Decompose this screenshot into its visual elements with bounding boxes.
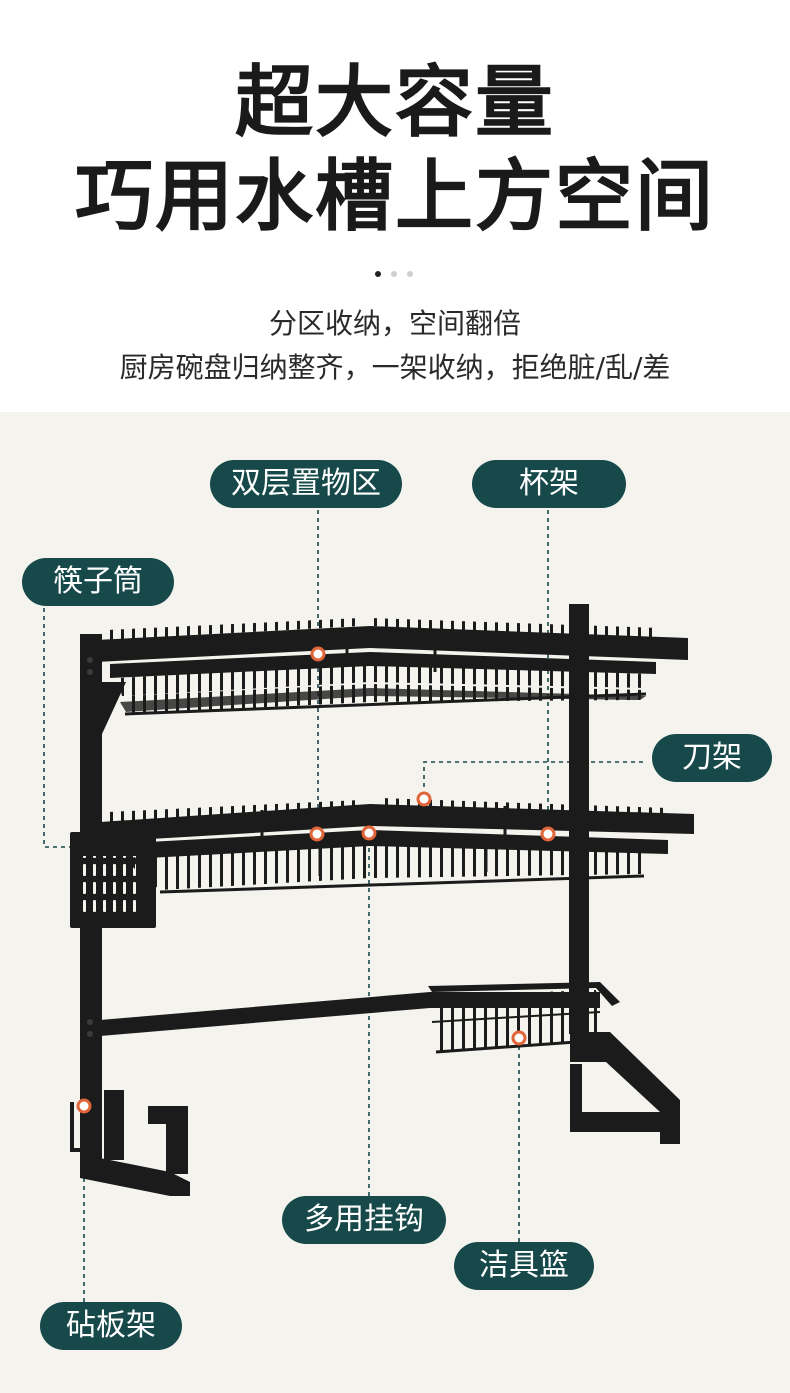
marker-lower-layer bbox=[309, 826, 325, 842]
dot bbox=[391, 271, 397, 277]
label-cutting-board-rack: 砧板架 bbox=[40, 1302, 182, 1350]
marker-cutting-board bbox=[76, 1098, 92, 1114]
label-cleaning-basket: 洁具篮 bbox=[454, 1242, 594, 1290]
label-chopstick-holder: 筷子筒 bbox=[22, 558, 174, 606]
product-illustration: 双层置物区 杯架 筷子筒 刀架 多用挂钩 洁具篮 砧板架 bbox=[0, 412, 790, 1393]
hook-shape bbox=[70, 1102, 86, 1152]
top-shelf-basket bbox=[106, 618, 660, 716]
dish-rack-diagram bbox=[43, 510, 694, 1307]
pagination-dots bbox=[375, 271, 417, 279]
subtitle-line-1: 分区收纳，空间翻倍 bbox=[268, 307, 521, 340]
marker-cleaning-basket bbox=[511, 1030, 527, 1046]
dot-active bbox=[375, 271, 381, 277]
dot bbox=[407, 271, 413, 277]
title-line-1: 超大容量 bbox=[234, 58, 555, 148]
subtitle-line-2: 厨房碗盘归纳整齐，一架收纳，拒绝脏/乱/差 bbox=[119, 351, 671, 384]
marker-knife-rack bbox=[416, 791, 432, 807]
title-line-2: 巧用水槽上方空间 bbox=[74, 152, 715, 242]
screws bbox=[87, 657, 93, 1037]
label-cup-rack: 杯架 bbox=[472, 460, 626, 508]
label-knife-rack: 刀架 bbox=[652, 734, 772, 782]
marker-double-layer bbox=[310, 646, 326, 662]
hotspot-markers bbox=[76, 646, 556, 1114]
marker-cup-rack bbox=[540, 826, 556, 842]
label-double-layer: 双层置物区 bbox=[210, 460, 402, 508]
marker-multi-hook bbox=[361, 825, 377, 841]
cleaning-basket-shape bbox=[428, 982, 620, 1054]
middle-shelf-basket bbox=[108, 798, 668, 894]
header-section: 超大容量 巧用水槽上方空间 分区收纳，空间翻倍 厨房碗盘归纳整齐，一架收纳，拒绝… bbox=[0, 0, 790, 412]
label-multi-hook: 多用挂钩 bbox=[282, 1196, 446, 1244]
